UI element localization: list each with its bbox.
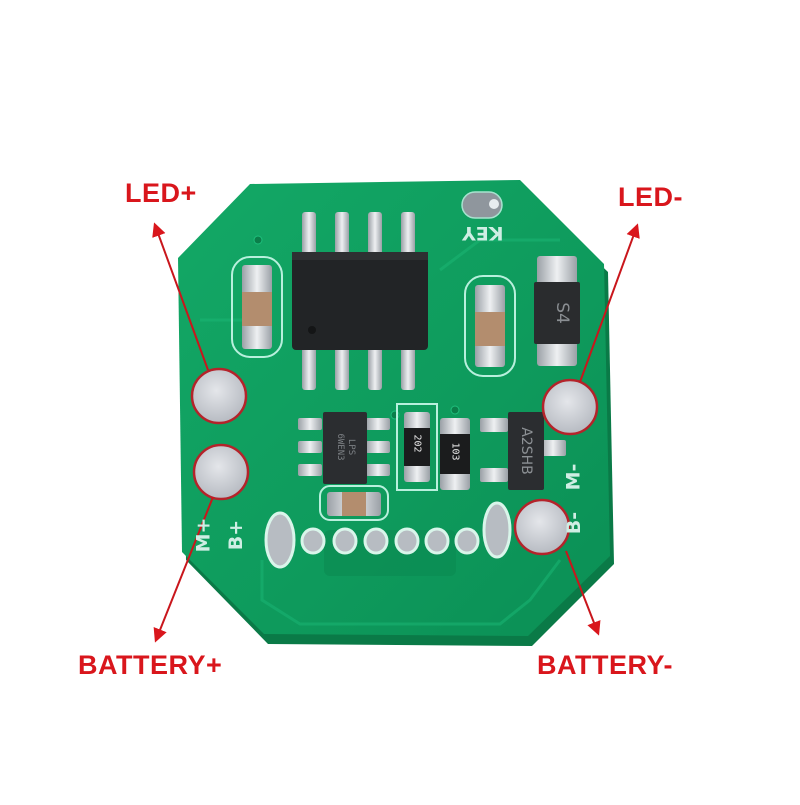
callout-arrows [152, 222, 640, 643]
diode-s4: S4 [534, 256, 580, 366]
main-ic-sop8 [292, 212, 428, 390]
small-ic-sot23 [298, 412, 390, 484]
resistor-202 [396, 403, 438, 491]
small-ic-marking-line1: LPS [346, 438, 356, 456]
mosfet-marking: A2SHB [518, 427, 534, 475]
solder-pads [190, 367, 599, 556]
mosfet-a2shb [480, 412, 566, 490]
silkscreen-key: KEY [462, 222, 504, 244]
resistor-202-marking: 202 [411, 434, 423, 453]
capacitor-bottom [319, 485, 389, 521]
key-pad [461, 191, 503, 219]
resistor-103 [440, 418, 470, 490]
callout-led-minus: LED- [618, 182, 683, 212]
resistor-103-marking: 103 [449, 442, 461, 461]
silkscreen-m-plus: M+ [192, 517, 215, 553]
silkscreen-b-plus: B+ [225, 519, 248, 551]
small-ic-marking: LPS 6WEN3 [334, 424, 356, 470]
callout-battery-plus: BATTERY+ [78, 650, 223, 680]
header-pin-row [264, 501, 512, 569]
callout-battery-minus: BATTERY- [537, 650, 673, 680]
callout-led-plus: LED+ [125, 178, 197, 208]
silkscreen-m-minus: M- [562, 463, 585, 491]
silkscreen-b-minus: B- [563, 511, 586, 535]
capacitor-left [231, 256, 283, 358]
diode-marking: S4 [552, 302, 572, 324]
capacitor-right [464, 275, 516, 377]
small-ic-marking-line2: 6WEN3 [335, 433, 345, 461]
